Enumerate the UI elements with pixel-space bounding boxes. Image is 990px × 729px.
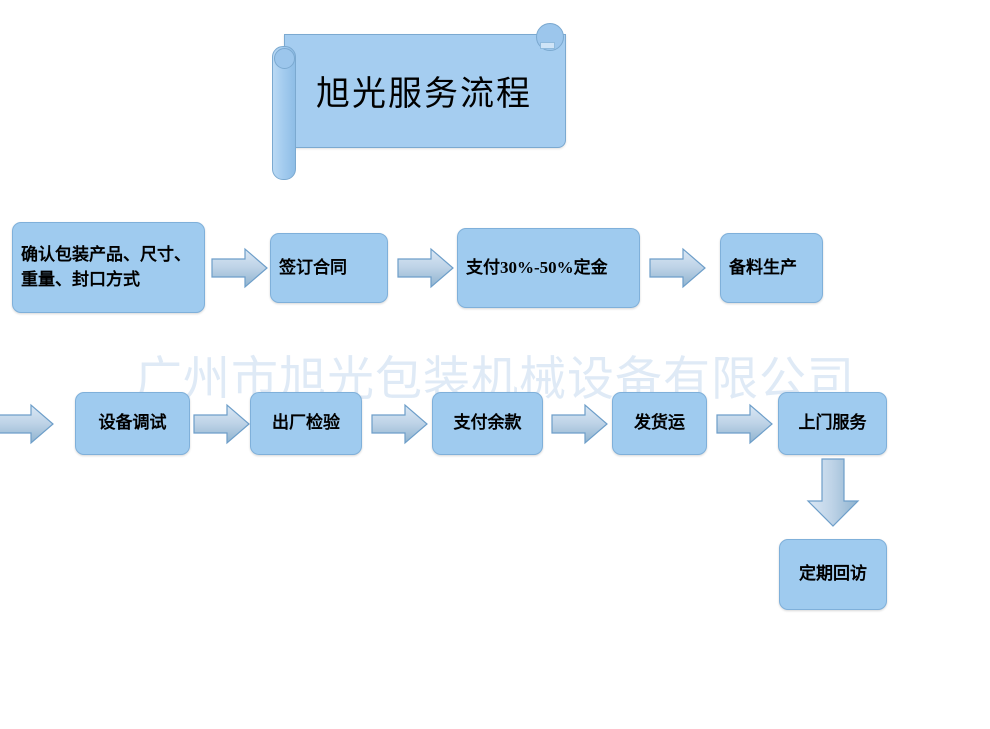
flow-node-label: 发货运 (634, 413, 685, 433)
flow-arrow-r1-a2 (397, 247, 454, 289)
flow-node-ship-goods[interactable]: 发货运 (612, 392, 707, 455)
flow-node-pay-deposit[interactable]: 支付30%-50%定金 (457, 228, 640, 308)
flow-node-sign-contract[interactable]: 签订合同 (270, 233, 388, 303)
flow-node-label: 定期回访 (799, 564, 867, 584)
flow-arrow-r3-down (806, 458, 860, 527)
flow-node-onsite-service[interactable]: 上门服务 (778, 392, 887, 455)
flow-node-prepare-production[interactable]: 备料生产 (720, 233, 823, 303)
flow-node-label: 设备调试 (98, 413, 167, 433)
scroll-roll-left-cap-icon (274, 48, 295, 69)
flow-node-label: 备料生产 (729, 257, 797, 277)
flow-arrow-r2-a0 (0, 403, 54, 445)
flow-node-label: 签订合同 (279, 257, 347, 277)
flow-node-pay-balance[interactable]: 支付余款 (432, 392, 543, 455)
flow-node-periodic-followup[interactable]: 定期回访 (779, 539, 887, 610)
flow-arrow-r1-a1 (211, 247, 268, 289)
flow-node-label: 上门服务 (798, 413, 867, 433)
flow-arrow-r1-a3 (649, 247, 706, 289)
flow-node-equipment-debug[interactable]: 设备调试 (75, 392, 190, 455)
flow-arrow-r2-a4 (716, 403, 773, 445)
scroll-nub-icon (540, 42, 555, 49)
title-banner: 旭光服务流程 (272, 23, 566, 180)
flow-node-label: 支付余款 (453, 413, 522, 433)
flow-arrow-r2-a3 (551, 403, 608, 445)
flow-node-label: 确认包装产品、尺寸、重量、封口方式 (21, 244, 191, 289)
flow-node-confirm-spec[interactable]: 确认包装产品、尺寸、重量、封口方式 (12, 222, 205, 313)
flow-node-label: 出厂检验 (272, 413, 340, 433)
banner-sheet (284, 34, 566, 148)
flow-arrow-r2-a1 (193, 403, 250, 445)
flow-node-factory-inspection[interactable]: 出厂检验 (250, 392, 362, 455)
flow-arrow-r2-a2 (371, 403, 428, 445)
page-title: 旭光服务流程 (316, 75, 532, 113)
flow-node-label: 支付30%-50%定金 (466, 257, 608, 277)
